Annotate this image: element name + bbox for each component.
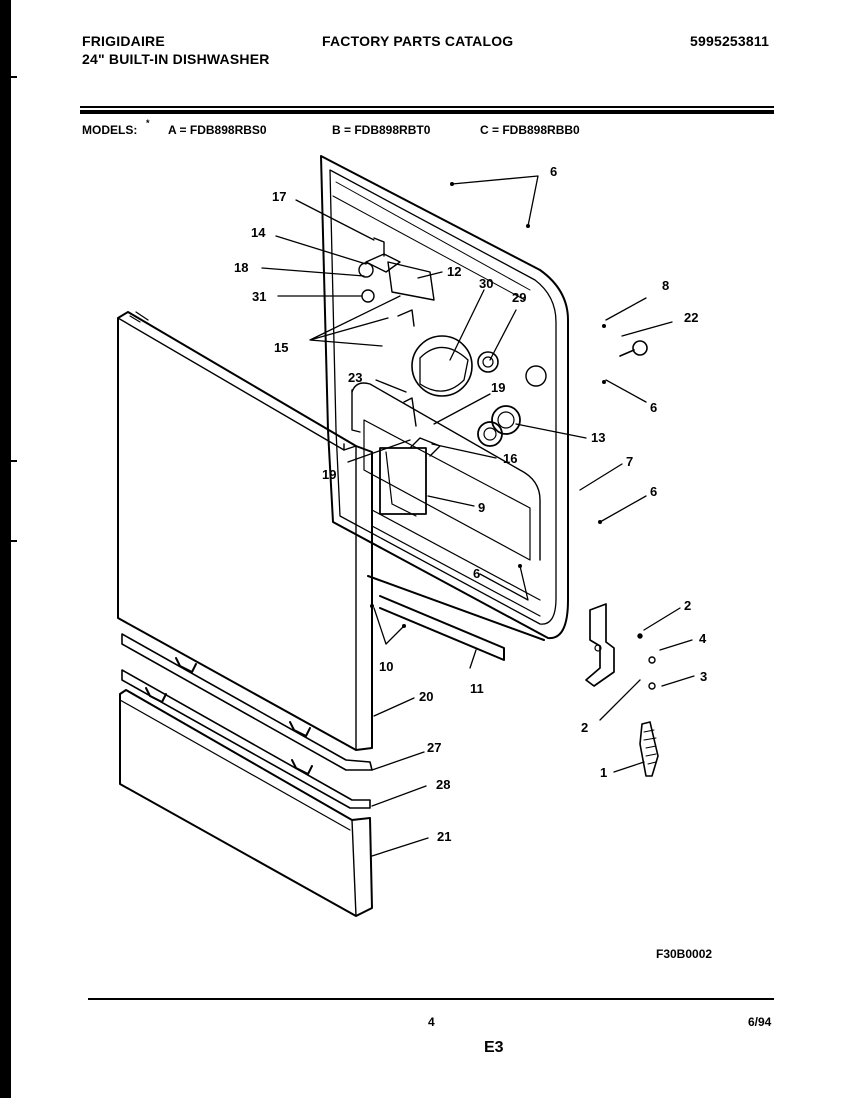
callout-11: 11 [470,681,484,696]
header-rule-thin [80,106,774,108]
callout-28: 28 [436,777,450,792]
callout-22: 22 [684,310,698,325]
callout-1: 1 [600,765,607,780]
callout-6-right-lower: 6 [650,484,657,499]
callout-3: 3 [700,669,707,684]
callout-18: 18 [234,260,248,275]
outer-door-panel [117,311,373,751]
callout-6-bottom: 6 [473,566,480,581]
catalog-title: FACTORY PARTS CATALOG [322,33,514,49]
callout-2-upper: 2 [684,598,691,613]
latch-assembly [379,397,441,517]
callout-2-lower: 2 [581,720,588,735]
header-rule-thick [80,110,774,114]
callout-12: 12 [447,264,461,279]
callout-7: 7 [626,454,633,469]
callout-6-right-upper: 6 [650,400,657,415]
callout-4: 4 [699,631,707,646]
page-number: 4 [428,1015,435,1029]
dispenser-assembly [411,335,521,447]
callout-30: 30 [479,276,493,291]
section-code: E3 [484,1039,504,1056]
hinge-assembly [585,603,659,777]
callout-14: 14 [251,225,266,240]
trim-strip-upper [367,575,545,641]
models-label: MODELS: [82,123,138,137]
callout-29: 29 [512,290,526,305]
callout-9: 9 [478,500,485,515]
screw-22 [619,340,648,357]
kick-plate-channel [121,669,371,809]
revision-date: 6/94 [748,1015,772,1029]
callout-27: 27 [427,740,441,755]
callout-13: 13 [591,430,605,445]
callout-31: 31 [252,289,266,304]
switch-bracket [358,237,435,327]
callout-16: 16 [503,451,517,466]
callout-23: 23 [348,370,362,385]
callout-20: 20 [419,689,433,704]
callout-17: 17 [272,189,286,204]
figure-code: F30B0002 [656,947,713,961]
leader-lines [261,175,695,857]
trim-strip-lower [379,595,505,661]
callout-10: 10 [379,659,393,674]
callout-19-lower: 19 [322,467,336,482]
model-c: C = FDB898RBB0 [480,123,580,137]
brand-name: FRIGIDAIRE [82,33,165,49]
inner-door-panel [320,155,569,640]
kick-plate [119,689,373,917]
footer-rule [88,998,774,1000]
models-marker: * [146,118,150,128]
callout-8: 8 [662,278,669,293]
callout-6-top: 6 [550,164,557,179]
scan-edge [0,0,17,1098]
callout-21: 21 [437,829,451,844]
callout-15: 15 [274,340,288,355]
catalog-number: 5995253811 [690,33,770,49]
callout-19-upper: 19 [491,380,505,395]
product-description: 24" BUILT-IN DISHWASHER [82,51,270,67]
model-b: B = FDB898RBT0 [332,123,431,137]
model-a: A = FDB898RBS0 [168,123,267,137]
